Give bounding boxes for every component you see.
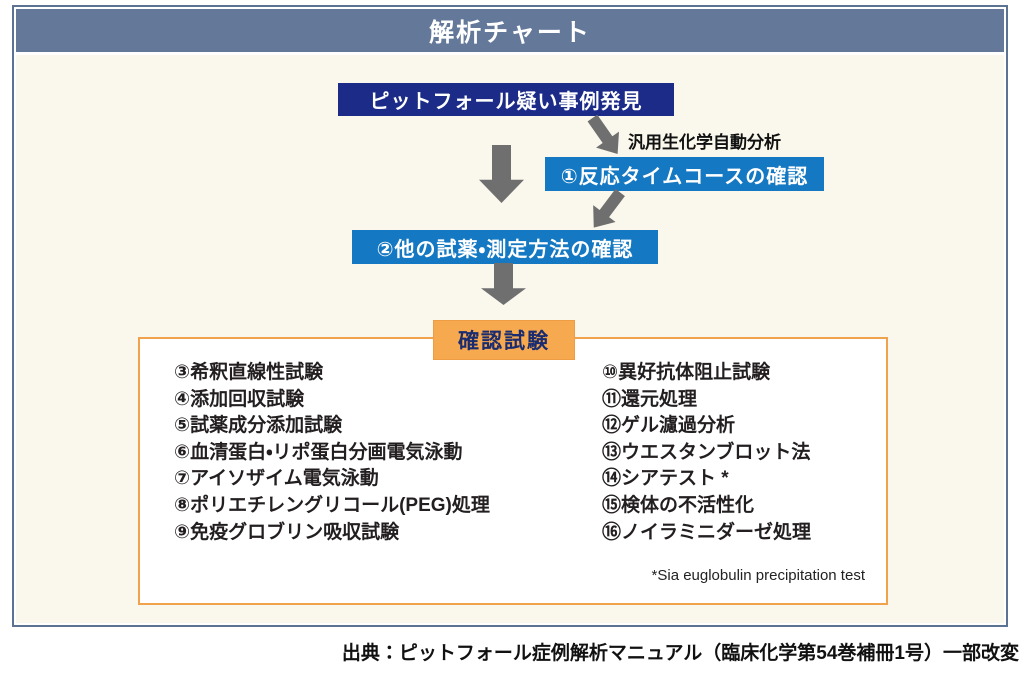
test-item: ④添加回収試験 — [174, 388, 305, 410]
test-item: ⑬ウエスタンブロット法 — [602, 441, 811, 463]
test-item: ⑭シアテスト * — [602, 468, 729, 490]
test-item: ③希釈直線性試験 — [174, 362, 324, 383]
source-citation: 出典：ピットフォール症例解析マニュアル（臨床化学第54巻補冊1号）一部改変 — [341, 643, 1019, 664]
test-item: ⑦アイソザイム電気泳動 — [174, 468, 379, 490]
down-arrow-icon — [481, 263, 526, 305]
test-list-right-column: ⑩異好抗体阻止試験 ⑪還元処理 ⑫ゲル濾過分析 ⑬ウエスタンブロット法 ⑭シアテ… — [602, 360, 811, 546]
start-node: ピットフォール疑い事例発見 — [338, 83, 674, 116]
test-item: ⑧ポリエチレングリコール(PEG)処理 — [174, 494, 490, 516]
analysis-chart-frame: 解析チャート ピットフォール疑い事例発見 汎用生化学自動分析 ①反応タイムコース… — [12, 5, 1008, 627]
confirm-test-node: 確認試験 — [433, 320, 575, 360]
test-item: ⑤試薬成分添加試験 — [174, 415, 343, 437]
test-item: ⑨免疫グロブリン吸収試験 — [174, 521, 400, 543]
test-item: ⑫ゲル濾過分析 — [602, 415, 736, 437]
test-list-left-column: ③希釈直線性試験 ④添加回収試験 ⑤試薬成分添加試験 ⑥血清蛋白・リポ蛋白分画電… — [174, 360, 490, 546]
test-item: ⑪還元処理 — [602, 388, 698, 410]
footnote: *Sia euglobulin precipitation test — [651, 567, 865, 584]
chart-title: 解析チャート — [429, 18, 591, 47]
chart-header: 解析チャート — [16, 9, 1004, 52]
test-list-box: ③希釈直線性試験 ④添加回収試験 ⑤試薬成分添加試験 ⑥血清蛋白・リポ蛋白分画電… — [138, 337, 888, 605]
down-right-arrow-icon — [581, 110, 629, 162]
test-item: ⑯ノイラミニダーゼ処理 — [602, 521, 812, 543]
chart-content: ピットフォール疑い事例発見 汎用生化学自動分析 ①反応タイムコースの確認 ②他の… — [16, 55, 1004, 623]
down-arrow-icon — [479, 145, 524, 203]
step1-node: ①反応タイムコースの確認 — [545, 157, 824, 191]
test-item: ⑥血清蛋白・リポ蛋白分画電気泳動 — [174, 441, 463, 463]
branch-label: 汎用生化学自動分析 — [628, 133, 781, 152]
test-item: ⑩異好抗体阻止試験 — [602, 362, 771, 383]
down-left-arrow-icon — [583, 184, 632, 236]
step2-node: ②他の試薬・測定方法の確認 — [352, 230, 658, 264]
test-item: ⑮検体の不活性化 — [602, 494, 755, 516]
